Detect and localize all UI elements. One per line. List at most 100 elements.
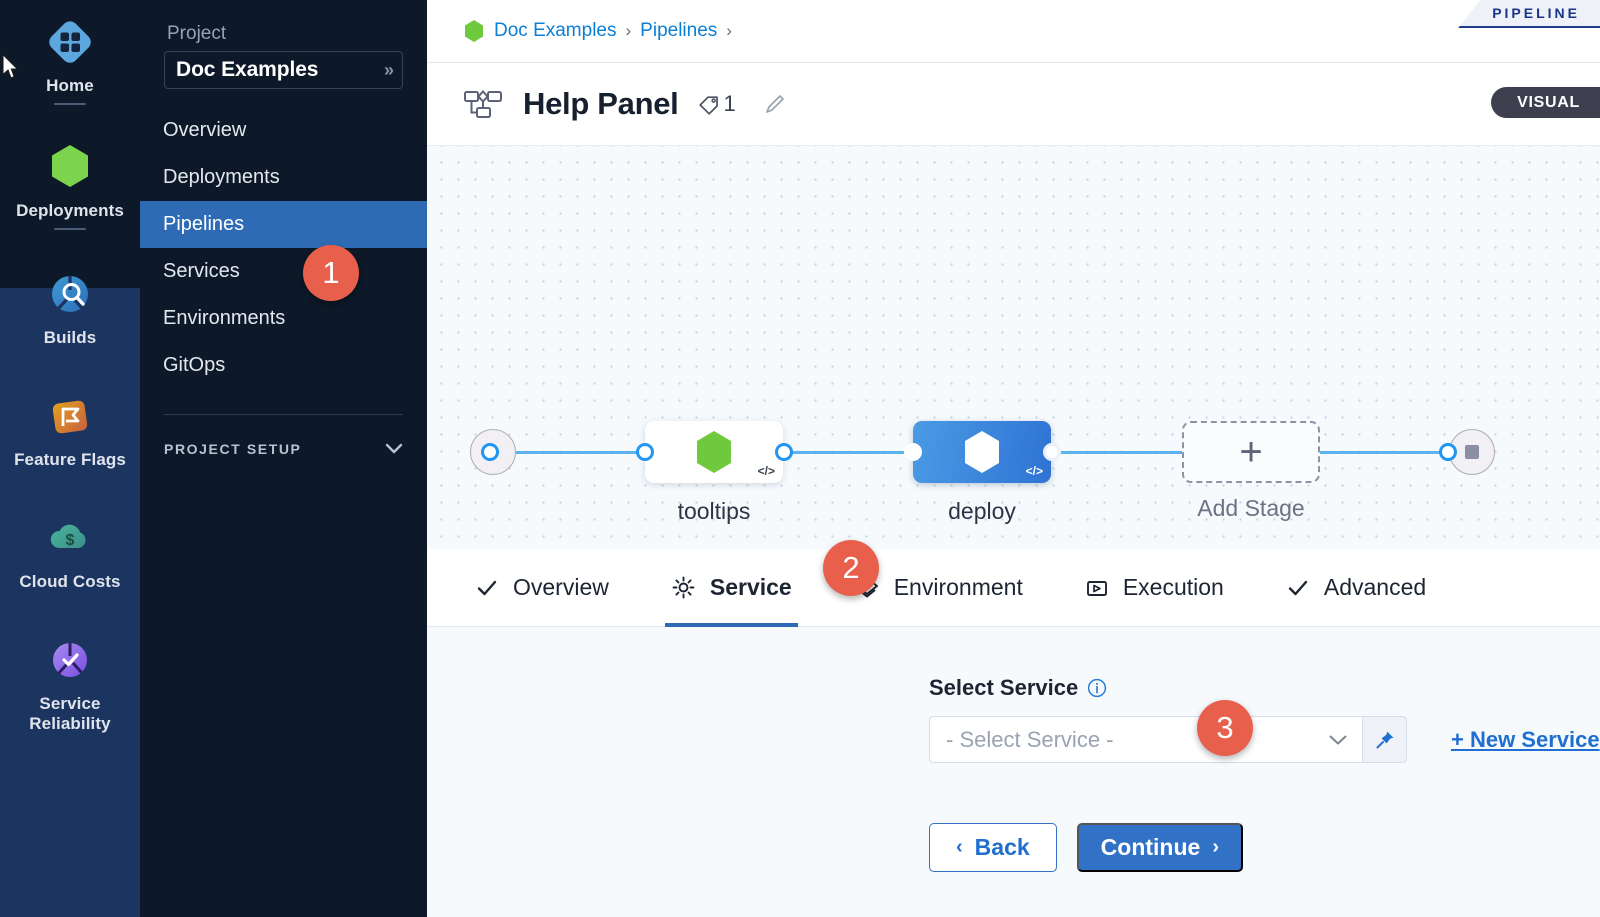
rail-item-label: Home xyxy=(46,76,94,95)
rail-item-label: Service Reliability xyxy=(29,694,111,734)
service-select-input[interactable]: - Select Service - xyxy=(929,716,1363,763)
port-start-out[interactable] xyxy=(481,443,499,461)
project-sidebar: Project Doc Examples » Overview Deployme… xyxy=(140,0,427,917)
sidebar-item-label: Services xyxy=(163,260,240,282)
stage-label-tooltips: tooltips xyxy=(677,498,751,524)
tab-service[interactable]: Service xyxy=(664,549,798,627)
port-tooltips-in[interactable] xyxy=(636,443,654,461)
port-deploy-in[interactable] xyxy=(904,443,922,461)
tag-icon xyxy=(698,96,718,115)
new-service-link[interactable]: + New Service xyxy=(1451,726,1600,752)
stop-square-icon xyxy=(1465,445,1479,459)
plus-icon: + xyxy=(1239,430,1263,474)
back-button[interactable]: ‹ Back xyxy=(929,823,1057,872)
tab-execution[interactable]: Execution xyxy=(1079,549,1230,627)
pipeline-diagram-icon xyxy=(464,90,502,118)
rail-item-builds[interactable]: Builds xyxy=(0,230,140,348)
port-deploy-out[interactable] xyxy=(1043,443,1061,461)
check-icon xyxy=(1286,576,1310,600)
mouse-cursor-icon xyxy=(2,52,20,80)
sidebar-item-label: GitOps xyxy=(163,354,226,376)
project-hexagon-icon xyxy=(465,20,483,42)
connector-tooltips-deploy xyxy=(777,451,927,454)
rail-item-label: Builds xyxy=(43,328,97,348)
stage-label-deploy: deploy xyxy=(948,498,1016,524)
continue-button[interactable]: Continue › xyxy=(1076,823,1243,872)
sidebar-item-environments[interactable]: Environments xyxy=(140,295,427,342)
connector-deploy-add xyxy=(1047,451,1187,454)
project-setup-toggle[interactable]: PROJECT SETUP xyxy=(164,441,403,457)
visual-toggle-label: VISUAL xyxy=(1517,93,1580,111)
module-rail: Home Deployments xyxy=(0,0,140,917)
select-service-row: - Select Service - + New Service xyxy=(929,716,1600,763)
select-service-label: Select Service xyxy=(929,675,1079,700)
rail-item-deployments[interactable]: Deployments xyxy=(0,105,140,231)
tab-label: Service xyxy=(709,574,792,600)
back-button-label: Back xyxy=(974,834,1030,860)
callout-badge-3: 3 xyxy=(1197,700,1253,756)
rail-item-cloud-costs[interactable]: $ Cloud Costs xyxy=(0,470,140,592)
add-stage-label: Add Stage xyxy=(1197,495,1305,521)
cloud-costs-icon: $ xyxy=(50,524,86,549)
chevron-double-right-icon: » xyxy=(383,59,394,80)
home-diamond-icon xyxy=(49,21,91,63)
project-caption: Project xyxy=(167,23,227,44)
builds-icon xyxy=(52,276,88,313)
project-setup-label: PROJECT SETUP xyxy=(164,441,302,457)
sidebar-item-services[interactable]: Services xyxy=(140,248,427,295)
edit-pencil-icon[interactable] xyxy=(763,93,786,116)
tab-label: Execution xyxy=(1122,574,1224,600)
pipeline-canvas[interactable]: </> tooltips </> deploy + Add Stage xyxy=(427,145,1600,549)
deployments-hexagon-icon xyxy=(697,431,731,473)
rail-item-home[interactable]: Home xyxy=(0,0,140,106)
rail-active-underline xyxy=(54,103,86,106)
rail-item-label: Feature Flags xyxy=(14,450,126,470)
project-selector[interactable]: Doc Examples » xyxy=(164,51,403,89)
form-button-row: ‹ Back Continue › xyxy=(929,823,1600,872)
sidebar-item-pipelines[interactable]: Pipelines xyxy=(140,201,427,248)
feature-flags-icon xyxy=(52,400,88,434)
breadcrumb-bar: Doc Examples › Pipelines › PIPELINE xyxy=(427,0,1600,62)
page-header: Help Panel 1 VISUAL xyxy=(427,62,1600,145)
chevron-down-icon xyxy=(385,443,403,454)
play-box-icon xyxy=(1085,576,1109,600)
breadcrumb-link-pipelines[interactable]: Pipelines xyxy=(640,20,718,41)
rail-active-underline xyxy=(54,228,86,231)
pin-service-button[interactable] xyxy=(1363,716,1407,763)
tab-pipeline[interactable]: PIPELINE xyxy=(1458,0,1600,28)
sidebar-item-label: Environments xyxy=(163,307,286,329)
callout-badge-2: 2 xyxy=(823,540,879,596)
rail-item-feature-flags[interactable]: Feature Flags xyxy=(0,348,140,470)
sidebar-item-label: Deployments xyxy=(163,166,280,188)
breadcrumb-link-project[interactable]: Doc Examples xyxy=(494,20,617,41)
visual-yaml-toggle[interactable]: VISUAL xyxy=(1491,87,1600,118)
sidebar-item-deployments[interactable]: Deployments xyxy=(140,154,427,201)
sidebar-item-overview[interactable]: Overview xyxy=(140,107,427,154)
tab-advanced[interactable]: Advanced xyxy=(1280,549,1432,627)
deployments-hexagon-icon xyxy=(52,145,88,188)
callout-badge-1: 1 xyxy=(303,245,359,301)
gear-icon xyxy=(671,575,696,600)
chevron-down-icon xyxy=(1329,735,1347,744)
project-selector-value: Doc Examples xyxy=(176,58,319,81)
port-tooltips-out[interactable] xyxy=(775,443,793,461)
tab-label: Environment xyxy=(893,574,1023,600)
select-service-label-row: Select Service xyxy=(929,675,1600,701)
continue-button-label: Continue xyxy=(1100,834,1201,860)
stage-node-tooltips[interactable]: </> xyxy=(645,421,783,483)
sidebar-divider xyxy=(164,414,403,415)
svg-text:$: $ xyxy=(66,532,75,549)
stage-node-deploy[interactable]: </> xyxy=(913,421,1051,483)
service-select-placeholder: - Select Service - xyxy=(946,726,1114,752)
code-badge-icon: </> xyxy=(1025,464,1043,478)
service-reliability-icon xyxy=(53,643,87,678)
rail-item-service-reliability[interactable]: Service Reliability xyxy=(0,592,140,734)
tab-label: Advanced xyxy=(1323,574,1427,600)
info-icon[interactable] xyxy=(1087,678,1107,698)
pin-icon xyxy=(1375,731,1393,749)
chevron-left-icon: ‹ xyxy=(956,836,963,858)
port-end-in[interactable] xyxy=(1439,443,1457,461)
sidebar-item-gitops[interactable]: GitOps xyxy=(140,342,427,389)
tab-overview[interactable]: Overview xyxy=(469,549,615,627)
add-stage-node[interactable]: + xyxy=(1182,421,1320,483)
